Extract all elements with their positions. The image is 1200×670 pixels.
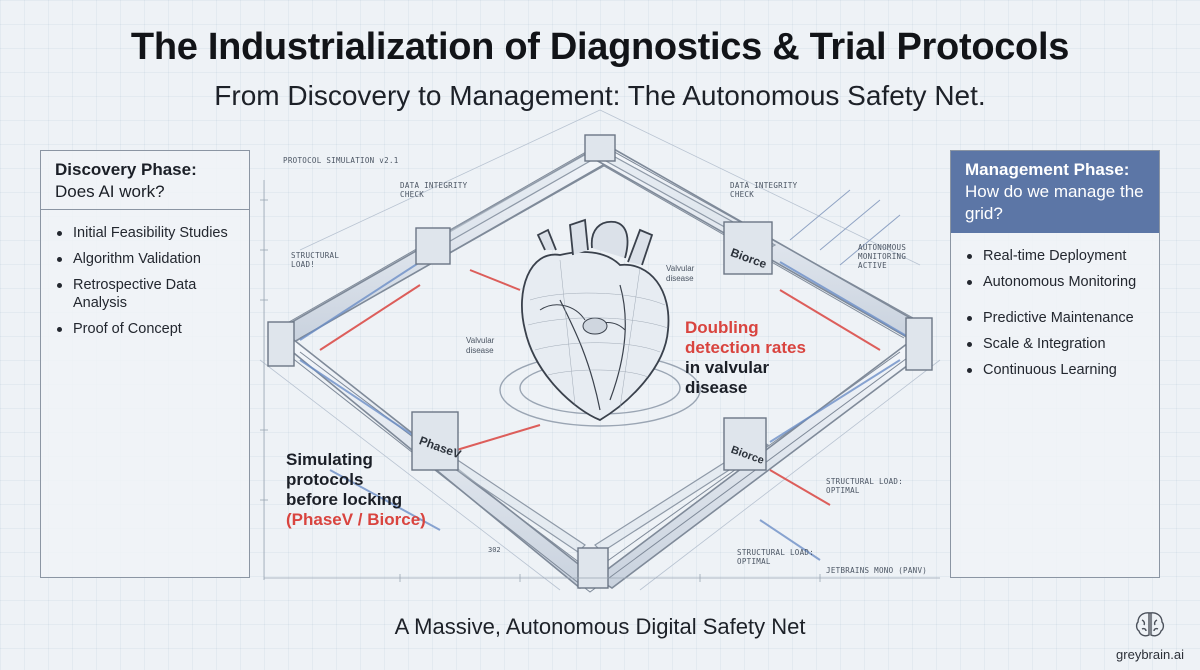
list-item: Initial Feasibility Studies [55,224,239,242]
brand-name: greybrain.ai [1116,647,1184,662]
dimension-label: 302 [488,546,501,554]
list-item: Algorithm Validation [55,250,239,268]
footer-caption: A Massive, Autonomous Digital Safety Net [394,614,806,639]
data-integrity-label-right: DATA INTEGRITY CHECK [730,181,798,199]
management-phase-list: Real-time Deployment Autonomous Monitori… [951,233,1159,379]
structural-load-label-bottom: STRUCTURAL LOAD: OPTIMAL [737,548,815,566]
discovery-phase-header: Discovery Phase: Does AI work? [41,151,249,210]
list-item: Autonomous Monitoring [965,273,1149,291]
brand-logo: greybrain.ai [1110,610,1190,662]
protocol-simulation-label: PROTOCOL SIMULATION v2.1 [283,156,399,165]
structural-load-label-right: STRUCTURAL LOAD: OPTIMAL [826,477,904,495]
list-item: Retrospective Data Analysis [55,276,239,312]
management-phase-panel: Management Phase: How do we manage the g… [950,150,1160,578]
valvular-disease-label-top: Valvular disease [666,264,695,283]
corner-posts [267,134,933,589]
valvular-disease-label-left: Valvular disease [466,336,495,355]
page-title: The Industrialization of Diagnostics & T… [130,26,1070,68]
list-item: Real-time Deployment [965,247,1149,265]
simulation-callout: Simulating protocols before locking (Pha… [286,450,426,529]
heart-illustration [521,218,670,422]
list-item: Scale & Integration [965,335,1149,353]
autonomous-monitoring-label: AUTONOMOUS MONITORING ACTIVE [858,243,907,270]
list-item: Proof of Concept [55,320,239,338]
management-phase-header: Management Phase: How do we manage the g… [951,151,1159,233]
discovery-phase-list: Initial Feasibility Studies Algorithm Va… [41,210,249,338]
data-integrity-label-left: DATA INTEGRITY CHECK [400,181,468,199]
structural-load-label-left: STRUCTURAL LOAD! [291,251,340,269]
page-subtitle: From Discovery to Management: The Autono… [214,80,986,111]
list-item: Predictive Maintenance [965,309,1149,327]
font-note-label: JETBRAINS MONO (PANV) [826,566,928,575]
detection-rate-callout: Doubling detection rates in valvular dis… [685,318,806,397]
brain-icon [1135,612,1165,637]
discovery-phase-panel: Discovery Phase: Does AI work? Initial F… [40,150,250,578]
list-item: Continuous Learning [965,361,1149,379]
